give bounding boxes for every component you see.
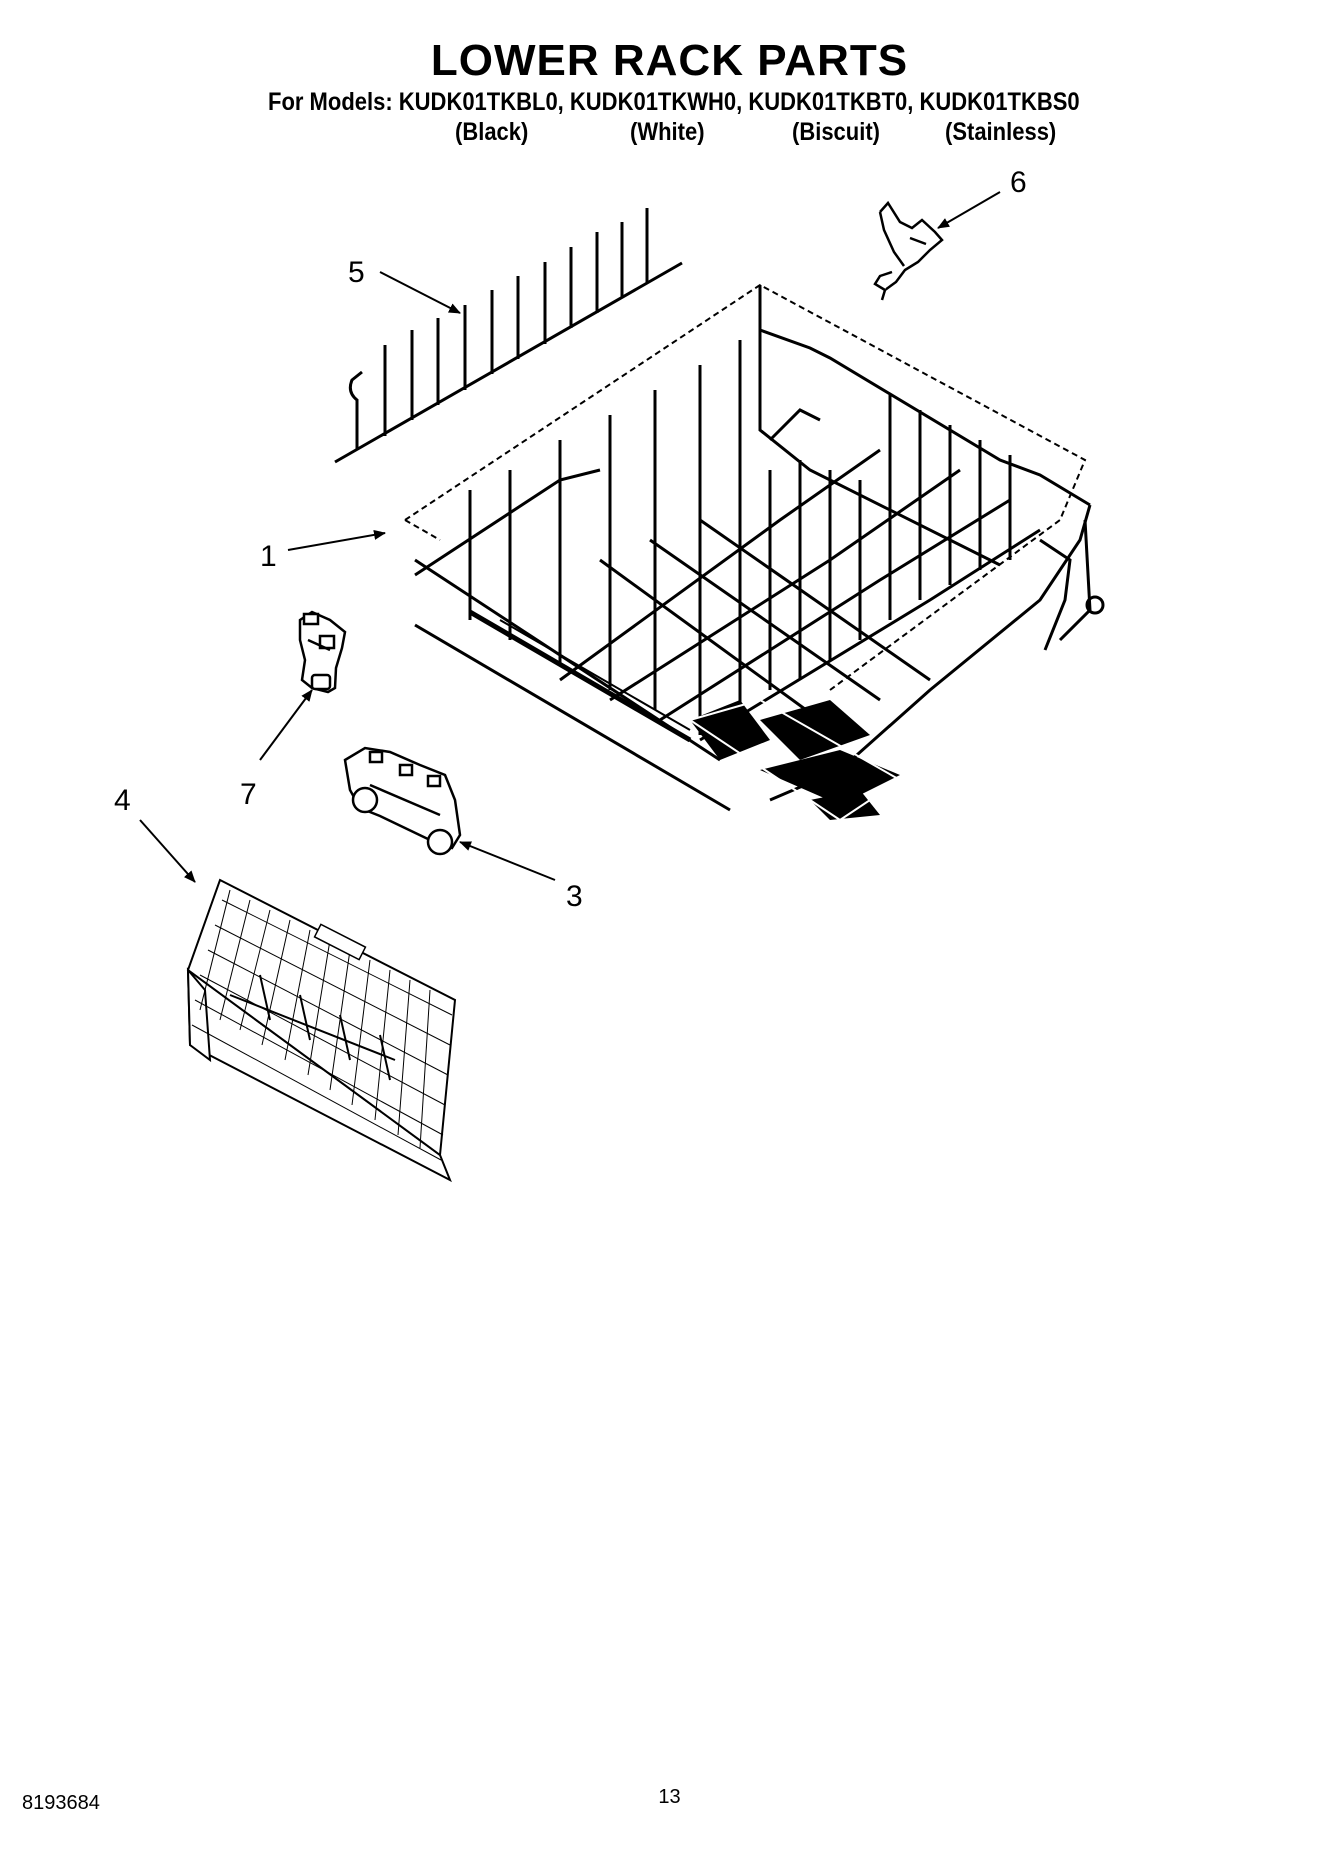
rack-clip-part — [298, 610, 347, 694]
page-number: 13 — [658, 1786, 681, 1808]
page-title: LOWER RACK PARTS — [430, 36, 909, 85]
models-line: For Models: KUDK01TKBL0, KUDK01TKWH0, KU… — [268, 88, 1080, 116]
rack-bracket-part — [873, 200, 944, 301]
callout-leaders — [139, 191, 1001, 883]
document-number: 8193684 — [22, 1792, 100, 1814]
tine-row-part — [334, 208, 683, 464]
variant-stainless: (Stainless) — [945, 118, 1057, 146]
roller-bracket-part — [343, 746, 462, 856]
cutlery-basket-part — [186, 878, 457, 1183]
lower-rack-part — [404, 283, 1105, 822]
variant-black: (Black) — [455, 118, 529, 146]
callout-3: 3 — [566, 880, 583, 913]
callout-5: 5 — [348, 256, 365, 289]
callout-7: 7 — [240, 778, 257, 811]
callout-1: 1 — [260, 540, 277, 573]
variant-white: (White) — [630, 118, 705, 146]
variant-biscuit: (Biscuit) — [792, 118, 880, 146]
callout-4: 4 — [114, 784, 131, 817]
callout-6: 6 — [1010, 166, 1027, 199]
